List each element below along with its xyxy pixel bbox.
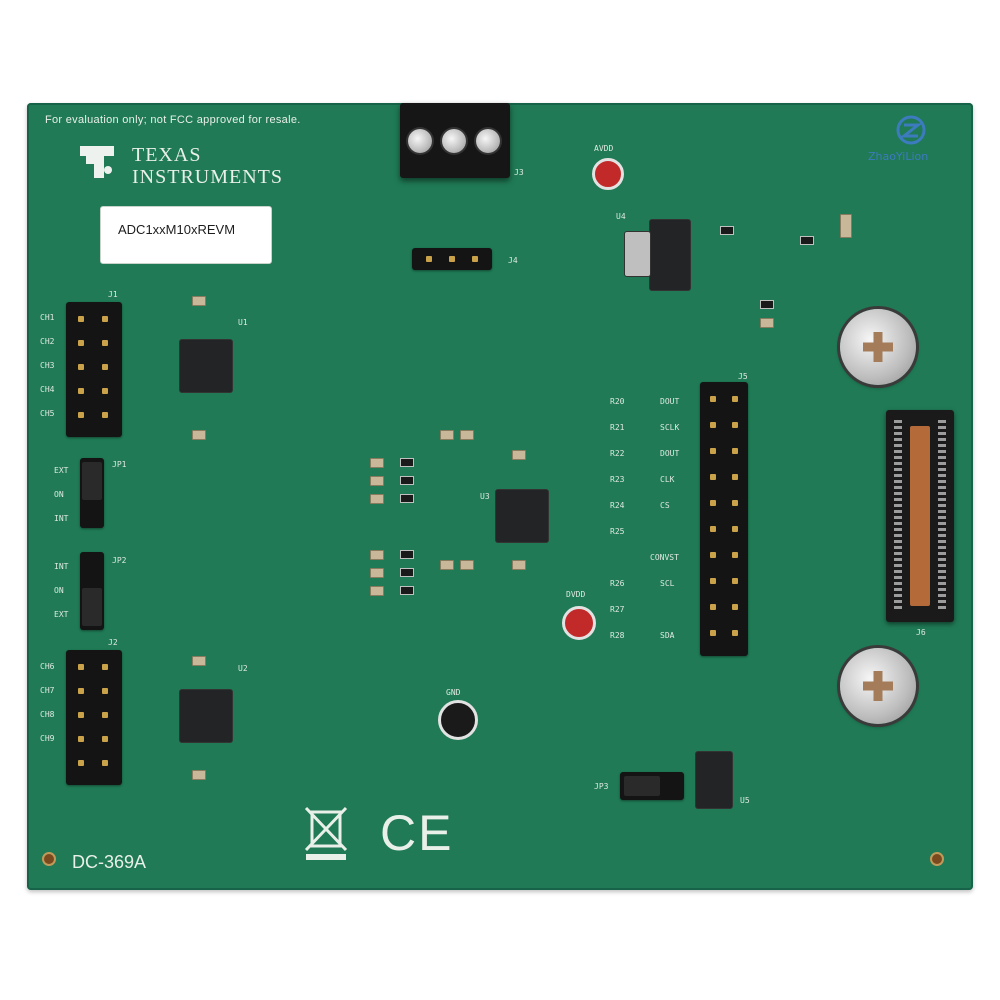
ic-u4-tab [625,232,650,276]
u3-label: U3 [480,492,490,501]
mounting-screw-bottom [840,648,916,724]
dvdd-label: DVDD [566,590,586,599]
j2-label: J2 [108,638,118,647]
j2-pin-label: CH8 [40,710,55,719]
j5-sig-label: DOUT [660,397,680,406]
j5-sig-label: SCL [660,579,675,588]
ic-u3-adc [496,490,548,542]
header-j4[interactable] [412,248,492,270]
ic-u1 [180,340,232,392]
testpoint-avdd[interactable] [592,158,624,190]
ic-u5 [696,752,732,808]
j2-pin-label: CH9 [40,734,55,743]
brand-line1: TEXAS [132,144,202,166]
j5-sig-label: DOUT [660,449,680,458]
j1-pin-label: CH5 [40,409,55,418]
jumper-jp1[interactable] [80,458,104,528]
u5-label: U5 [740,796,750,805]
terminal-screw-3 [476,129,500,153]
label-plate-text: ADC1xxM10xREVM [118,222,236,237]
mounting-hole-bl [42,852,56,866]
jp2-label: JP2 [112,556,127,565]
u2-label: U2 [238,664,248,673]
board-id: DC-369A [72,852,147,872]
weee-icon [300,800,352,864]
j5-res-label: R22 [610,449,625,458]
header-j2[interactable] [66,650,122,785]
u1-label: U1 [238,318,248,327]
j3-label: J3 [514,168,524,177]
header-j5[interactable] [700,382,748,656]
j1-pin-label: CH4 [40,385,55,394]
header-j1[interactable] [66,302,122,437]
j5-sig-label: CS [660,501,670,510]
jp3-label: JP3 [594,782,609,791]
j5-label: J5 [738,372,748,381]
j5-sig-label: SCLK [660,423,680,432]
mounting-hole-br [930,852,944,866]
ti-logo-icon [74,140,122,184]
terminal-screw-1 [408,129,432,153]
j1-label: J1 [108,290,118,299]
j5-sig-label: CLK [660,475,675,484]
jumper-jp2[interactable] [80,552,104,630]
j1-pin-label: CH1 [40,313,55,322]
j2-pin-label: CH6 [40,662,55,671]
jp2-opt: INT [54,562,69,571]
testpoint-dvdd[interactable] [562,606,596,640]
connector-j6[interactable] [886,410,954,622]
ce-mark: CE [380,805,454,861]
watermark-logo-icon [896,115,926,145]
j5-res-label: R25 [610,527,625,536]
j5-res-label: R20 [610,397,625,406]
j1-pin-label: CH2 [40,337,55,346]
u4-label: U4 [616,212,626,221]
j5-res-label: R27 [610,605,625,614]
disclaimer-text: For evaluation only; not FCC approved fo… [45,114,301,126]
jp1-opt: EXT [54,466,69,475]
ic-u2 [180,690,232,742]
jp2-opt: ON [54,586,64,595]
testpoint-gnd[interactable] [438,700,478,740]
jp1-opt: ON [54,490,64,499]
terminal-block-j3[interactable] [400,103,510,178]
mounting-screw-top [840,309,916,385]
j1-pin-label: CH3 [40,361,55,370]
terminal-screw-2 [442,129,466,153]
label-plate [100,206,272,264]
jp1-opt: INT [54,514,69,523]
j6-label: J6 [916,628,926,637]
ic-u4-regulator [650,220,690,290]
gnd-label: GND [446,688,461,697]
j5-res-label: R28 [610,631,625,640]
jp1-label: JP1 [112,460,127,469]
j5-sig-label: CONVST [650,553,679,562]
j5-sig-label: SDA [660,631,675,640]
j5-res-label: R24 [610,501,625,510]
watermark-text: ZhaoYiLion [868,150,929,163]
jp2-opt: EXT [54,610,69,619]
j5-res-label: R23 [610,475,625,484]
avdd-label: AVDD [594,144,614,153]
j4-label: J4 [508,256,518,265]
brand-line2: INSTRUMENTS [132,166,284,188]
j2-pin-label: CH7 [40,686,55,695]
j5-res-label: R26 [610,579,625,588]
j5-res-label: R21 [610,423,625,432]
jumper-jp3[interactable] [620,772,684,800]
